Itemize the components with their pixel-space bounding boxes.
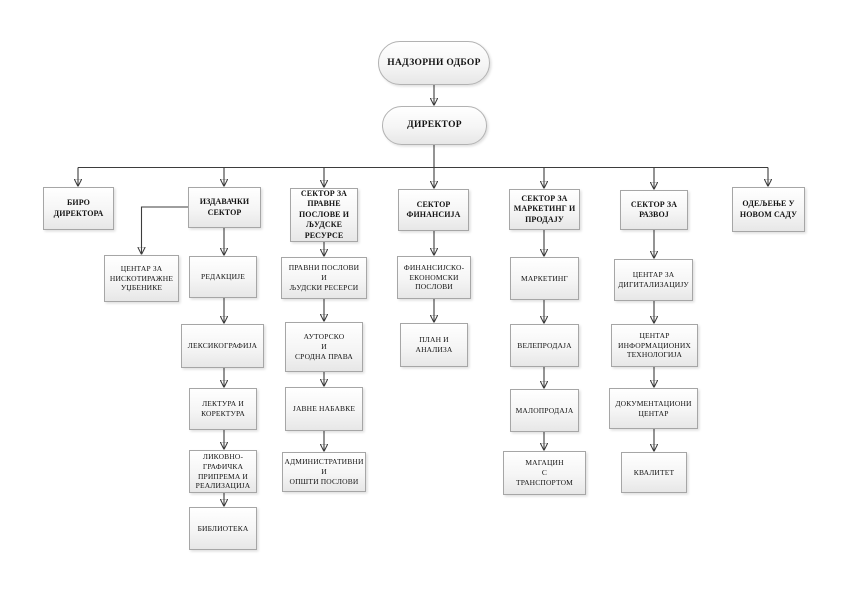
node-sektor-marketing: СЕКТОР ЗА МАРКЕТИНГ И ПРОДАЈУ — [509, 189, 580, 230]
node-sektor-finansija: СЕКТОР ФИНАНСИЈА — [398, 189, 469, 231]
node-biblioteka: БИБЛИОТЕКА — [189, 507, 257, 550]
node-biro-direktora: БИРО ДИРЕКТОРА — [43, 187, 114, 230]
node-cit: ЦЕНТАР ИНФОРМАЦИОНИХ ТЕХНОЛОГИЈА — [611, 324, 698, 367]
node-centar-niskotirazni: ЦЕНТАР ЗА НИСКОТИРАЖНЕ УЏБЕНИКЕ — [104, 255, 179, 302]
node-odeljenje-novi-sad: ОДЕЉЕЊЕ У НОВОМ САДУ — [732, 187, 805, 232]
edge-izdavacki-centar — [142, 206, 188, 254]
node-pravni-poslovi: ПРАВНИ ПОСЛОВИ И ЉУДСКИ РЕСЕРСИ — [281, 257, 367, 299]
node-marketing: МАРКЕТИНГ — [510, 257, 579, 300]
node-dokumentacioni: ДОКУМЕНТАЦИОНИ ЦЕНТАР — [609, 388, 698, 429]
node-direktor: ДИРЕКТОР — [382, 106, 487, 145]
node-leksikografija: ЛЕКСИКОГРАФИЈА — [181, 324, 264, 368]
node-likovno: ЛИКОВНО- ГРАФИЧКА ПРИПРЕМА И РЕАЛИЗАЦИЈА — [189, 450, 257, 493]
node-kvalitet: КВАЛИТЕТ — [621, 452, 687, 493]
node-sektor-razvoj: СЕКТОР ЗА РАЗВОЈ — [620, 190, 688, 230]
node-magacin: МАГАЦИН С ТРАНСПОРТОМ — [503, 451, 586, 495]
node-fin-ekonomski: ФИНАНСИЈСКО- ЕКОНОМСКИ ПОСЛОВИ — [397, 256, 471, 299]
node-lektura: ЛЕКТУРА И КОРЕКТУРА — [189, 388, 257, 430]
node-administrativni: АДМИНИСТРАТИВНИ И ОПШТИ ПОСЛОВИ — [282, 452, 366, 492]
node-javne-nabavke: ЈАВНЕ НАБАВКЕ — [285, 387, 363, 431]
node-veleprodaja: ВЕЛЕПРОДАЈА — [510, 324, 579, 367]
node-maloprodaja: МАЛОПРОДАЈА — [510, 389, 579, 432]
node-izdavacki-sektor: ИЗДАВАЧКИ СЕКТОР — [188, 187, 261, 228]
node-nadzorni-odbor: НАДЗОРНИ ОДБОР — [378, 41, 490, 85]
node-digitalizacija: ЦЕНТАР ЗА ДИГИТАЛИЗАЦИЈУ — [614, 259, 693, 301]
node-redakcije: РЕДАКЦИЈЕ — [189, 256, 257, 298]
node-plan-analiza: ПЛАН И АНАЛИЗА — [400, 323, 468, 367]
node-pravni-sektor: СЕКТОР ЗА ПРАВНЕ ПОСЛОВЕ И ЉУДСКЕ РЕСУРС… — [290, 188, 358, 242]
node-autorsko: АУТОРСКО И СРОДНА ПРАВА — [285, 322, 363, 372]
